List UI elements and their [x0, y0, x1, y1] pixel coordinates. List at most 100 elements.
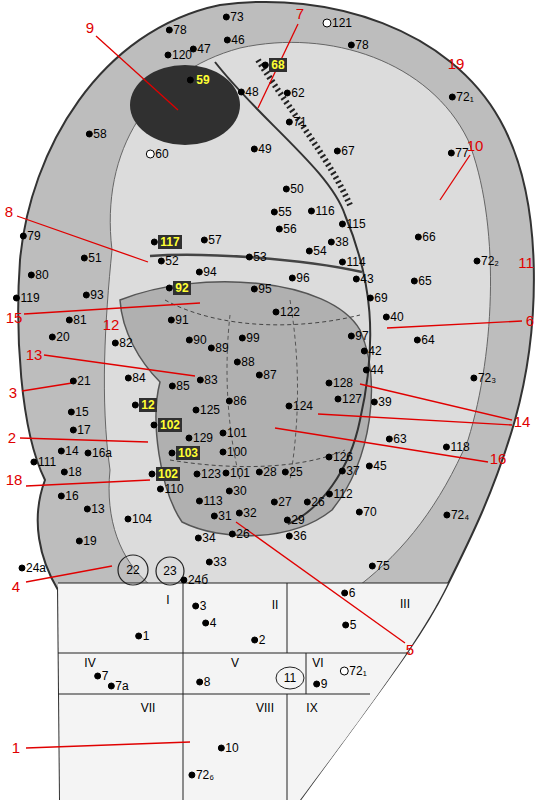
point-number: 99 — [246, 331, 259, 345]
point-dot — [196, 498, 202, 504]
point-dot — [218, 745, 224, 751]
point-number: 24a — [26, 561, 46, 575]
point-dot — [181, 577, 187, 583]
point-number: 123 — [201, 467, 221, 481]
point-dot — [361, 348, 367, 354]
point-number: 7a — [115, 679, 128, 693]
point-number: 114 — [346, 255, 365, 269]
point-dot — [239, 335, 245, 341]
point-dot — [326, 380, 332, 386]
point-number: 103 — [176, 446, 200, 460]
callout-number: 10 — [467, 138, 484, 154]
point-dot — [168, 317, 174, 323]
point-dot — [81, 255, 87, 261]
point-dot — [187, 77, 193, 83]
point-number: 36 — [293, 529, 306, 543]
callout-number: 7 — [296, 6, 304, 22]
point-dot — [223, 14, 229, 20]
point-number: 53 — [253, 250, 266, 264]
point-dot — [236, 510, 242, 516]
zone-ellipse — [276, 667, 304, 689]
callout-number: 9 — [86, 20, 94, 36]
point-number: 50 — [290, 182, 303, 196]
point-dot — [284, 90, 290, 96]
point-dot — [251, 146, 257, 152]
point-dot — [339, 468, 345, 474]
point-number: 122 — [280, 305, 300, 319]
point-dot — [256, 469, 262, 475]
point-number: 66 — [422, 230, 435, 244]
point-dot — [58, 493, 64, 499]
point-dot — [262, 62, 268, 68]
concha — [120, 282, 371, 536]
callout-number: 13 — [26, 347, 43, 363]
point-number: 88 — [241, 355, 254, 369]
point-number: 8 — [204, 675, 211, 689]
tragus-circle — [118, 555, 148, 585]
zone-numeral: VII — [141, 701, 156, 715]
point-dot — [132, 402, 138, 408]
point-dot — [165, 52, 171, 58]
callout-number: 3 — [9, 385, 17, 401]
point-dot — [203, 620, 209, 626]
callout-number: 12 — [103, 317, 120, 333]
callout-number: 14 — [514, 414, 531, 430]
point-dot — [189, 772, 195, 778]
zone-numeral: VIII — [256, 701, 274, 715]
leader-line — [17, 24, 522, 748]
point-number: 86 — [233, 394, 246, 408]
zone-numeral: I — [166, 593, 169, 607]
point-dot — [276, 226, 282, 232]
point-number: 46 — [231, 33, 244, 47]
point-dot — [411, 278, 417, 284]
point-dot — [474, 258, 480, 264]
point-dot — [186, 435, 192, 441]
point-dot — [125, 516, 131, 522]
point-number: 19 — [83, 534, 96, 548]
point-dot — [443, 444, 449, 450]
point-dot — [136, 633, 142, 639]
point-number: 33 — [213, 555, 226, 569]
point-dot — [369, 563, 375, 569]
point-number: 13 — [91, 502, 104, 516]
point-dot — [339, 221, 345, 227]
point-dot — [286, 533, 292, 539]
point-number: 72₃ — [478, 371, 496, 385]
point-dot — [342, 590, 348, 596]
point-number: 52 — [165, 254, 178, 268]
point-dot — [343, 622, 349, 628]
callout-number: 1 — [12, 740, 20, 756]
point-number: 128 — [333, 376, 353, 390]
point-dot — [383, 314, 389, 320]
point-number: 37 — [346, 464, 359, 478]
point-dot — [348, 333, 354, 339]
point-dot — [283, 186, 289, 192]
point-dot — [66, 317, 72, 323]
point-dot — [70, 427, 76, 433]
point-dot — [256, 372, 262, 378]
point-number: 125 — [200, 403, 220, 417]
point-number: 72₁ — [349, 664, 366, 678]
point-dot — [201, 237, 207, 243]
point-dot — [166, 27, 172, 33]
lobe — [58, 583, 448, 800]
point-dot — [76, 538, 82, 544]
point-dot — [151, 422, 157, 428]
callout-number: 8 — [5, 204, 13, 220]
point-number: 64 — [421, 333, 434, 347]
point-number: 78 — [355, 38, 368, 52]
point-dot — [166, 285, 172, 291]
point-number: 80 — [35, 268, 48, 282]
point-number: 31 — [218, 509, 231, 523]
point-number: 95 — [258, 282, 271, 296]
point-number: 9 — [321, 677, 328, 691]
point-number: 42 — [368, 344, 381, 358]
point-dot — [197, 377, 203, 383]
point-number: 129 — [193, 431, 213, 445]
point-dot — [169, 450, 175, 456]
antihelix-edge — [215, 62, 370, 524]
point-dot — [448, 150, 454, 156]
point-number: 100 — [227, 445, 247, 459]
callout-number: 19 — [448, 56, 465, 72]
